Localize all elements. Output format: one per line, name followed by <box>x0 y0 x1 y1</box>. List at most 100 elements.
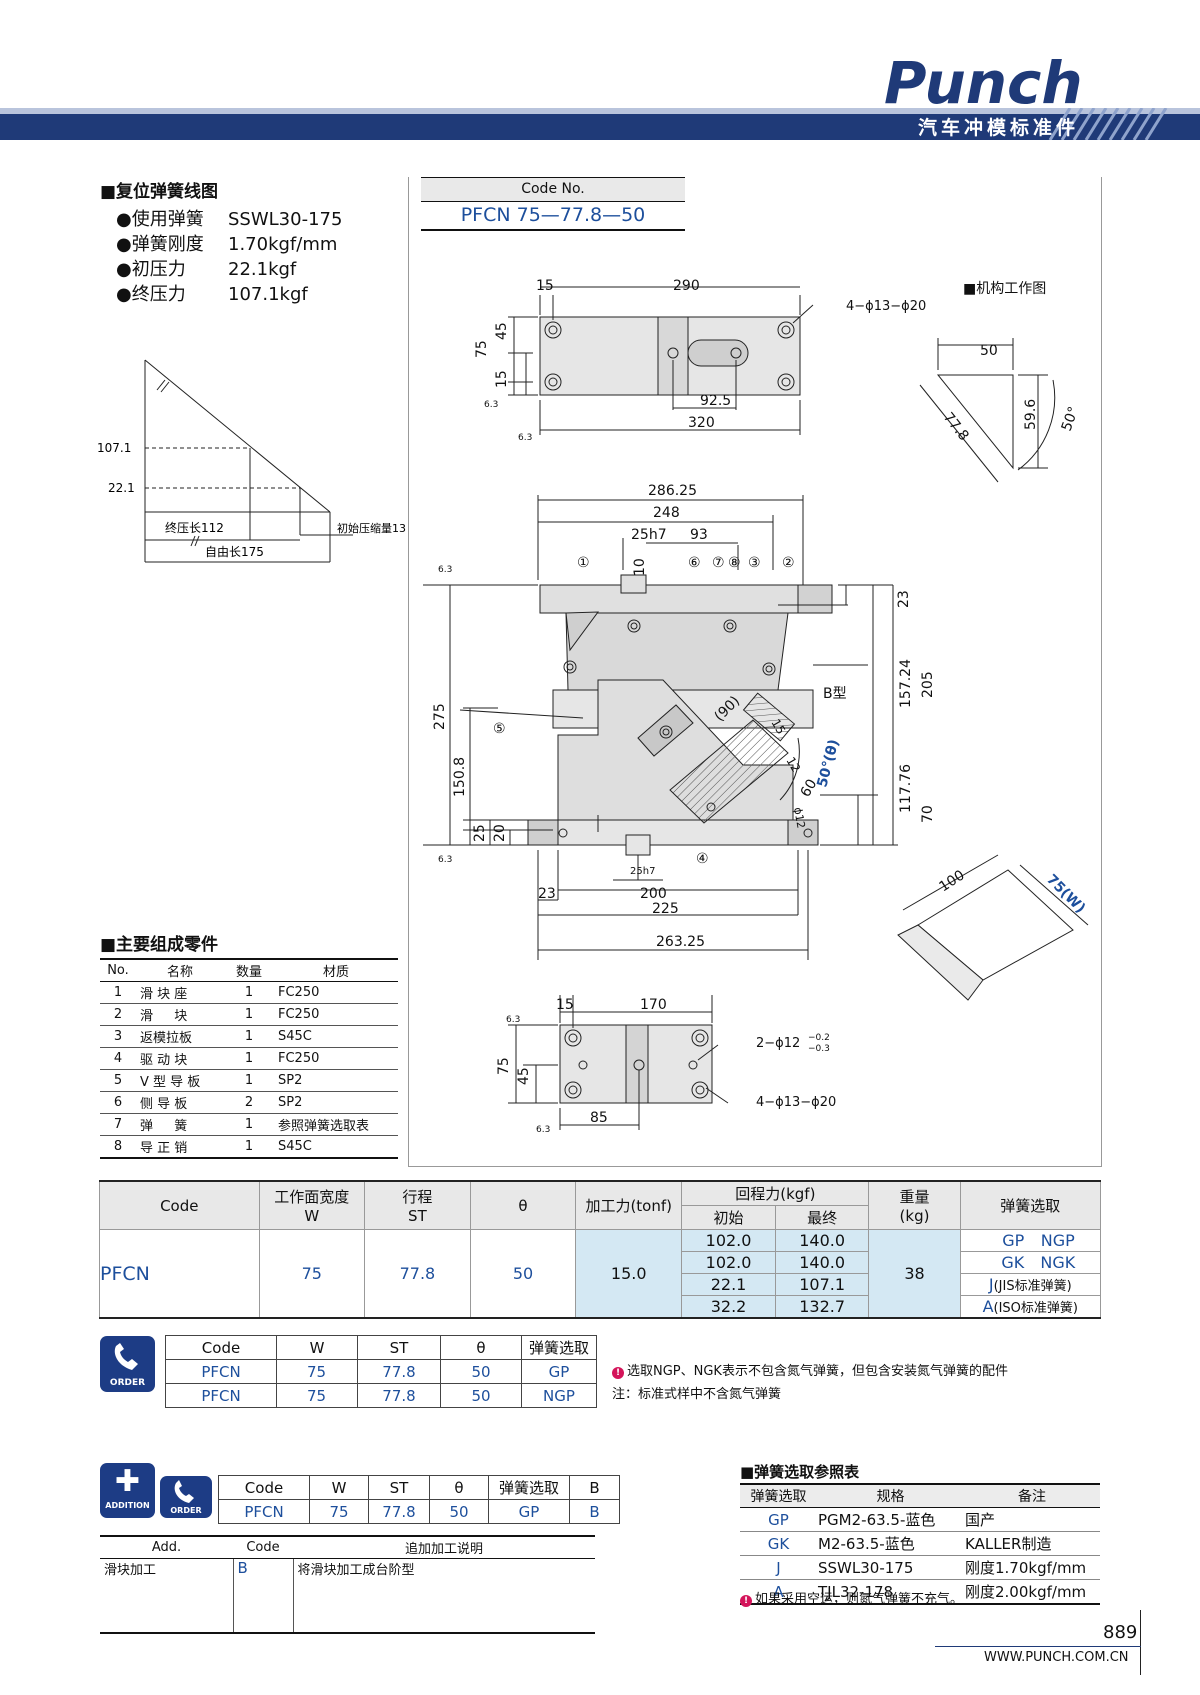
dim-bottom-tol-bot: −0.3 <box>808 1044 830 1054</box>
dim-front-286-25: 286.25 <box>648 483 697 499</box>
balloon-7: ⑦ <box>712 555 725 571</box>
dim-front-150-8: 150.8 <box>452 757 468 797</box>
footer-line <box>935 1646 1141 1647</box>
dim-front-93: 93 <box>690 527 708 543</box>
dim-front-225: 225 <box>652 901 679 917</box>
spec-label-4: ●终压力 <box>116 284 186 305</box>
order-note-2: 注：标准式样中不含氮气弹簧 <box>612 1387 782 1402</box>
dim-front-60: 60 <box>798 777 821 800</box>
dim-wedge-angle: 50° <box>1059 405 1083 434</box>
dim-front-157-24: 157.24 <box>898 659 914 708</box>
dim-bottom-45: 45 <box>516 1067 532 1085</box>
spec-value-4: 107.1kgf <box>228 284 308 305</box>
dim-bottom-75: 75 <box>496 1057 512 1075</box>
table-row: 滑块加工 B 将滑块加工成台阶型 <box>100 1558 595 1634</box>
header-stripes <box>1048 108 1168 140</box>
dim-top-290: 290 <box>673 278 700 294</box>
footer-url[interactable]: WWW.PUNCH.COM.CN <box>984 1650 1129 1665</box>
dim-wedge-59-6: 59.6 <box>1023 399 1039 430</box>
spec-w: 75 <box>258 1229 365 1319</box>
parts-col-name: 名称 <box>136 958 224 982</box>
spec-label-1: ●使用弹簧 <box>116 209 204 230</box>
dim-bottom-holes4: 4−ϕ13−ϕ20 <box>756 1095 836 1110</box>
spec-value-3: 22.1kgf <box>228 259 297 280</box>
dim-front-25: 25 <box>472 824 488 842</box>
code-no-box: Code No. PFCN 75—77.8—50 <box>421 177 685 231</box>
roughness-bottom-2: 6.3 <box>536 1125 550 1135</box>
chart-free-length: 自由长175 <box>205 545 264 559</box>
addition-icon[interactable]: ✚ ADDITION <box>100 1463 155 1518</box>
spec-force: 15.0 <box>575 1229 683 1319</box>
parts-col-material: 材质 <box>274 958 398 982</box>
code-no-value: PFCN 75—77.8—50 <box>421 202 685 231</box>
balloon-8: ⑧ <box>728 555 741 571</box>
dim-front-15: 15 <box>768 717 788 737</box>
roughness-front-2: 6.3 <box>438 855 452 865</box>
chart-init-compression: 初始压缩量13 <box>337 521 406 535</box>
dim-top-15: 15 <box>536 278 554 294</box>
page-number: 889 <box>1103 1622 1138 1643</box>
dim-front-23b: 23 <box>538 886 556 902</box>
dim-front-263-25: 263.25 <box>656 934 705 950</box>
roughness-front-1: 6.3 <box>438 565 452 575</box>
dim-front-25h7: 25h7 <box>631 527 667 543</box>
dim-bottom-85: 85 <box>590 1110 608 1126</box>
footer-divider <box>1140 1610 1141 1675</box>
drawing-frame <box>408 177 1102 1167</box>
dim-front-200: 200 <box>640 886 667 902</box>
chart-final-length: 终压长112 <box>165 520 224 535</box>
spring-ref-heading: ■弹簧选取参照表 <box>740 1463 860 1481</box>
dim-top-45: 45 <box>494 322 510 340</box>
parts-col-qty: 数量 <box>224 958 274 982</box>
spec-value-1: SSWL30-175 <box>228 209 343 230</box>
order-note-1: !选取NGP、NGK表示不包含氮气弹簧，但包含安装氮气弹簧的配件 <box>612 1360 1008 1379</box>
mech-title: ■机构工作图 <box>963 281 1046 297</box>
dim-bottom-tol-top: −0.2 <box>808 1033 830 1043</box>
dim-front-70: 70 <box>920 805 936 823</box>
dim-bottom-170: 170 <box>640 997 667 1013</box>
roughness-top-1: 6.3 <box>484 400 498 410</box>
balloon-5: ⑤ <box>493 721 506 737</box>
chart-y-label-1: 107.1 <box>97 441 131 455</box>
addition-order-icon[interactable]: ORDER <box>160 1476 212 1518</box>
dim-top-92-5: 92.5 <box>700 393 731 409</box>
dim-front-10: 10 <box>632 558 648 576</box>
order-icon[interactable]: ORDER <box>100 1336 155 1392</box>
label-b-type: B型 <box>823 686 847 702</box>
dim-front-12: 12 <box>783 755 803 775</box>
brand-text: Punch <box>884 55 1083 111</box>
dim-front-phi12: ϕ12 <box>791 806 807 829</box>
dim-iso-100: 100 <box>936 867 967 895</box>
dim-front-theta: 50°(θ) <box>814 738 842 789</box>
dim-front-205: 205 <box>920 671 936 698</box>
technical-drawing: 15 290 4−ϕ13−ϕ20 75 45 15 92.5 320 6.3 6… <box>423 278 1089 1135</box>
spec-weight: 38 <box>868 1229 961 1319</box>
balloon-3: ③ <box>748 555 761 571</box>
code-no-label: Code No. <box>421 177 685 202</box>
dim-bottom-15: 15 <box>556 997 574 1013</box>
brand-logo: Punch <box>876 49 1106 117</box>
parts-heading: ■主要组成零件 <box>100 935 219 955</box>
balloon-1: ① <box>577 555 590 571</box>
dim-top-15b: 15 <box>494 370 510 388</box>
header-bar-highlight <box>0 108 1200 114</box>
balloon-2: ② <box>782 555 795 571</box>
dim-top-320: 320 <box>688 415 715 431</box>
roughness-top-2: 6.3 <box>518 433 532 443</box>
dim-front-23: 23 <box>896 590 912 608</box>
